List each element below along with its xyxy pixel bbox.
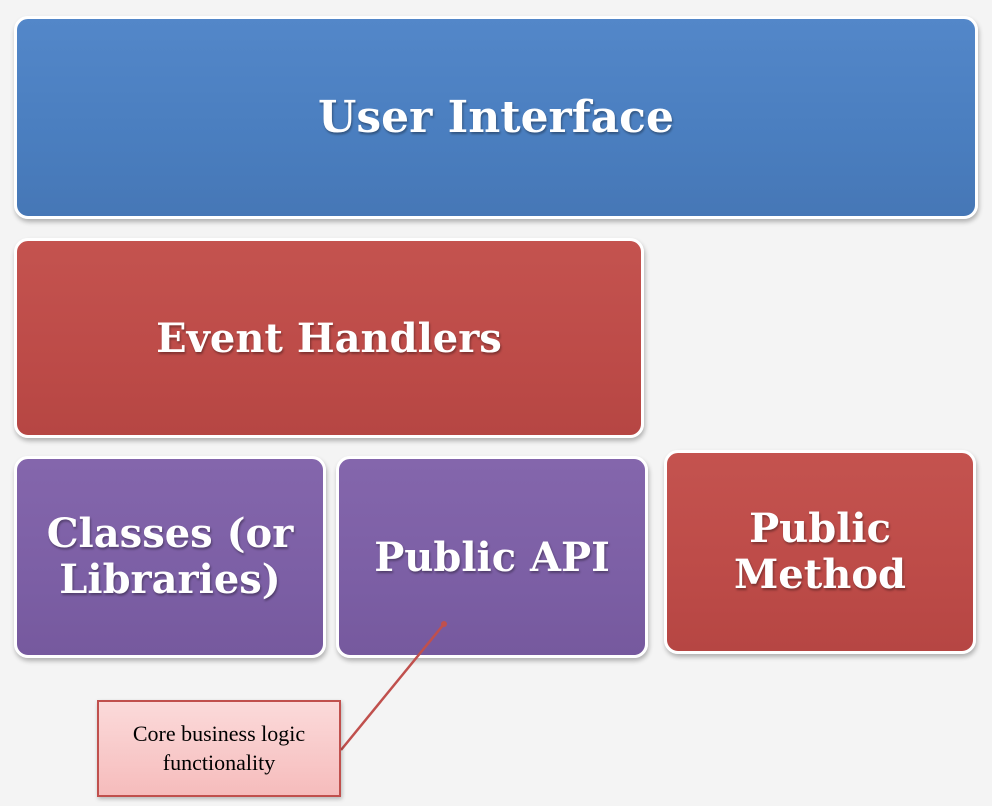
callout-label: Core business logic functionality — [132, 720, 306, 775]
callout-box: Core business logic functionality — [97, 700, 341, 797]
public-api-block: Public API — [336, 456, 648, 658]
public-api-label: Public API — [374, 533, 610, 581]
user-interface-label: User Interface — [318, 92, 674, 143]
public-method-label: Public Method — [734, 505, 906, 598]
public-method-block: Public Method — [664, 450, 976, 654]
event-handlers-block: Event Handlers — [14, 238, 644, 438]
classes-label: Classes (or Libraries) — [46, 510, 294, 603]
user-interface-block: User Interface — [14, 16, 978, 219]
classes-block: Classes (or Libraries) — [14, 456, 326, 658]
event-handlers-label: Event Handlers — [156, 314, 502, 362]
